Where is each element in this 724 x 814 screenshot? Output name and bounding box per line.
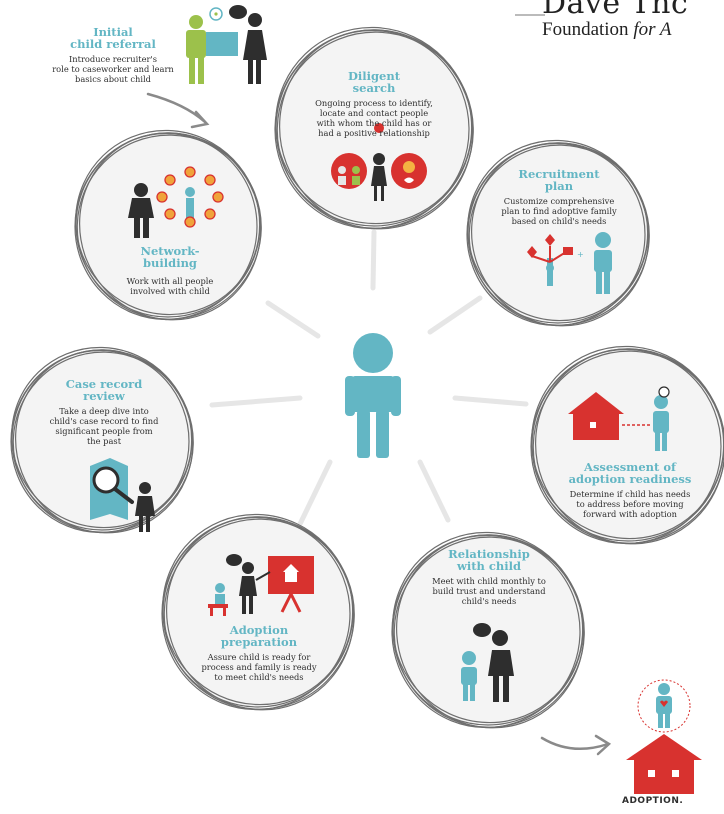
- step-description-line: Introduce recruiter's: [68, 54, 157, 64]
- step-title-line2: plan: [544, 179, 574, 193]
- step-description-line: locate and contact people: [319, 108, 429, 118]
- referral-arrow: [146, 92, 207, 124]
- step-description-line: to meet child's needs: [214, 672, 304, 682]
- ring-stroke-preparation: [165, 516, 355, 711]
- ring-preparation: [161, 513, 355, 711]
- brand-subtitle: Foundation for A: [542, 19, 672, 40]
- house-readiness-icon: [568, 386, 670, 451]
- ring-stroke-network: [78, 132, 262, 321]
- house-heart-icon: [626, 679, 702, 794]
- step-title-line1: Recruitment: [518, 167, 600, 181]
- step-title-line2: preparation: [220, 635, 298, 649]
- ring-stroke-search: [278, 29, 474, 230]
- step-description-line: based on child's needs: [511, 216, 607, 226]
- step-description-line: build trust and understand: [432, 586, 546, 596]
- svg-text:+: +: [577, 250, 584, 259]
- step-title-line1: Initial: [93, 25, 133, 39]
- step-title-line1: Assessment of: [584, 460, 676, 474]
- step-title-line2: with child: [456, 559, 522, 573]
- adoption-arrow: [540, 736, 610, 750]
- step-description-line: basics about child: [75, 74, 151, 84]
- step-description-line: process and family is ready: [201, 662, 317, 672]
- step-description-line: significant people from: [55, 426, 153, 436]
- step-title-line1: Relationship: [448, 547, 530, 561]
- step-title-network: Network-building: [110, 245, 230, 269]
- ring-stroke-relationship: [395, 534, 585, 729]
- step-title-line2: adoption readiness: [568, 472, 692, 486]
- step-description-line: Take a deep dive into: [59, 406, 149, 416]
- adult-child-icon: [461, 623, 514, 702]
- step-title-line2: search: [352, 81, 396, 95]
- step-title-line1: Adoption: [229, 623, 289, 637]
- ring-stroke-assessment: [534, 348, 724, 545]
- child-figure-icon: [345, 333, 401, 458]
- step-description-line: the past: [86, 436, 122, 446]
- step-description-line: to address before moving: [576, 499, 684, 509]
- step-description-line: Assure child is ready for: [207, 652, 311, 662]
- adoption-label: ADOPTION.: [622, 796, 684, 806]
- spokes: [209, 229, 529, 527]
- brand-rule: [515, 14, 545, 16]
- step-description-line: Work with all people: [126, 276, 214, 286]
- step-title-line2: child referral: [70, 37, 156, 51]
- ring-stroke-caserecord: [14, 349, 194, 534]
- step-description-line: involved with child: [130, 286, 210, 296]
- ring-recruitment: [466, 139, 650, 327]
- ring-stroke-recruitment: [470, 142, 650, 327]
- step-title-line1: Diligent: [347, 69, 401, 83]
- plan-tree-icon: +: [527, 232, 612, 294]
- magnifier-document-icon: [90, 458, 155, 532]
- brand-name: Dave Thc: [542, 0, 689, 21]
- people-network-icon: [128, 166, 224, 238]
- step-description-line: Determine if child has needs: [569, 489, 691, 499]
- family-faces-icon: [331, 123, 427, 201]
- step-title-line2: building: [143, 256, 197, 270]
- classroom-icon: [208, 554, 314, 616]
- step-title-line2: review: [83, 389, 125, 403]
- ring-network: [74, 129, 262, 321]
- step-description-line: forward with adoption: [583, 509, 677, 519]
- step-description-line: with whom the child has or: [316, 118, 432, 128]
- step-description-line: child's case record to find: [49, 416, 159, 426]
- step-description-line: Customize comprehensive: [503, 196, 615, 206]
- step-description-search: Ongoing process to identify,locate and c…: [298, 98, 450, 138]
- step-description-line: plan to find adoptive family: [501, 206, 617, 216]
- step-title-line1: Network-: [140, 244, 200, 258]
- step-description-line: had a positive relationship: [318, 128, 430, 138]
- step-description-line: Ongoing process to identify,: [315, 98, 433, 108]
- recruiter-caseworker-icon: [186, 5, 267, 84]
- step-title-line1: Case record: [65, 377, 143, 391]
- ring-assessment: [530, 345, 724, 545]
- step-description-line: child's needs: [461, 596, 517, 606]
- step-description-line: Meet with child monthly to: [432, 576, 546, 586]
- step-description-line: role to caseworker and learn: [52, 64, 174, 74]
